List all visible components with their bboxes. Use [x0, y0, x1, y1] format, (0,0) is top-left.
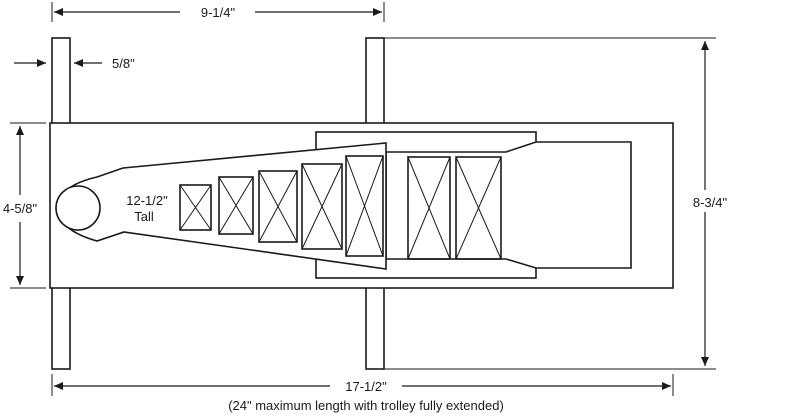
dimension-height-left-label: 4-5/8" [3, 201, 38, 216]
dimension-bottom-length-label: 17-1/2" [345, 379, 387, 394]
crate-2 [455, 156, 502, 260]
dimension-top-width: 9-1/4" [51, 2, 385, 22]
trolley-extension [385, 141, 632, 269]
dimension-bottom-note: (24" maximum length with trolley fully e… [228, 398, 504, 413]
truss-box-1 [179, 184, 212, 231]
truss-box-3 [258, 170, 298, 243]
dimension-leg-width-label: 5/8" [112, 56, 135, 71]
boom-height-value: 12-1/2" [126, 193, 168, 208]
dimension-height-right: 8-3/4" [384, 37, 732, 370]
truss-box-2 [218, 176, 254, 235]
dimension-height-left: 4-5/8" [2, 122, 46, 289]
trolley-crates [407, 156, 502, 260]
boom-pivot [55, 185, 101, 231]
truss-box-4 [301, 163, 343, 250]
boom-height-word: Tall [134, 209, 154, 224]
boom-truss [179, 155, 384, 257]
crate-1 [407, 156, 451, 260]
dimension-bottom-length: 17-1/2" (24" maximum length with trolley… [51, 374, 674, 413]
dimension-leg-width: 5/8" [14, 56, 135, 71]
truss-box-5 [345, 155, 384, 257]
dimension-top-width-label: 9-1/4" [201, 5, 236, 20]
dimension-height-right-label: 8-3/4" [693, 195, 728, 210]
